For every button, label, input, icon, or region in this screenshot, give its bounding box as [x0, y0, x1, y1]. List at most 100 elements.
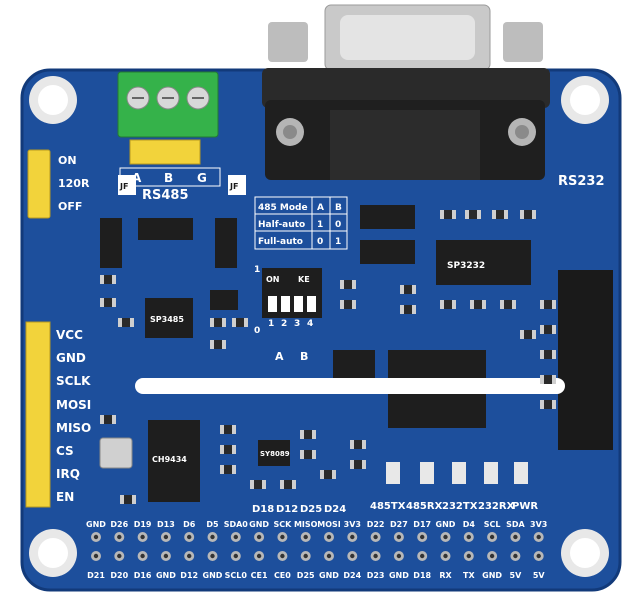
svg-text:1: 1	[268, 319, 274, 329]
svg-text:Half-auto: Half-auto	[258, 220, 305, 230]
header-bottom-label: 5V	[533, 571, 546, 580]
svg-text:CH9434: CH9434	[152, 455, 187, 464]
svg-text:KE: KE	[298, 275, 310, 284]
board-slot	[135, 378, 565, 394]
header-top-label: D19	[134, 520, 152, 529]
svg-text:232RX: 232RX	[478, 501, 515, 512]
header-top-label: 3V3	[530, 520, 547, 529]
svg-text:1: 1	[317, 220, 323, 230]
svg-text:MOSI: MOSI	[56, 398, 91, 412]
header-top-label: GND	[436, 520, 456, 529]
chip-u4	[148, 420, 200, 502]
gpio-labels: D18 D12 D25 D24	[252, 504, 346, 515]
terminal-block	[117, 71, 219, 138]
svg-text:SP3485: SP3485	[150, 315, 184, 324]
svg-text:0: 0	[254, 326, 260, 336]
termination-jumper	[27, 149, 51, 219]
header-bottom-label: D25	[297, 571, 315, 580]
header-top-label: SDA	[506, 520, 525, 529]
header-top-label: D17	[413, 520, 431, 529]
board-title-rs232: RS232	[558, 174, 605, 189]
dip-switch: ON KE 1 0 1 2 3 4 A B	[254, 265, 322, 363]
svg-text:D18: D18	[252, 504, 274, 515]
header-bottom-label: GND	[203, 571, 223, 580]
header-bottom-label: D23	[367, 571, 385, 580]
svg-text:A: A	[317, 203, 324, 213]
mode-table: 485 Mode A B Half-auto 1 0 Full-auto 0 1	[254, 196, 348, 250]
svg-text:A: A	[132, 171, 142, 185]
svg-text:ON: ON	[58, 154, 77, 167]
header-bottom-label: D12	[180, 571, 198, 580]
header-top-label: SCL	[484, 520, 501, 529]
transistor-q1	[100, 218, 122, 268]
header-top-label: D26	[110, 520, 128, 529]
svg-text:485RX: 485RX	[406, 501, 443, 512]
passive-components	[100, 210, 556, 504]
svg-text:ON: ON	[266, 275, 280, 284]
svg-text:CS: CS	[56, 444, 74, 458]
svg-text:D12: D12	[276, 504, 298, 515]
header-bottom-label: RX	[439, 571, 452, 580]
header-top-label: D22	[367, 520, 385, 529]
svg-text:0: 0	[335, 220, 341, 230]
header-bottom-label: D24	[343, 571, 361, 580]
header-top-label: SDA0	[224, 520, 249, 529]
svg-text:B: B	[335, 203, 342, 213]
svg-text:2: 2	[281, 319, 287, 329]
gpio-40pin-header	[91, 532, 544, 561]
svg-text:B: B	[300, 350, 308, 363]
svg-text:485 Mode: 485 Mode	[258, 203, 308, 213]
header-bottom-label: GND	[482, 571, 502, 580]
header-bottom-label: D20	[110, 571, 128, 580]
header-top-label: D6	[183, 520, 196, 529]
header-bottom-label: GND	[319, 571, 339, 580]
crystal	[99, 437, 133, 469]
svg-text:D25: D25	[300, 504, 322, 515]
svg-text:B: B	[164, 171, 173, 185]
svg-text:OFF: OFF	[58, 200, 82, 213]
chip-u1	[436, 240, 531, 285]
side-header	[558, 270, 613, 450]
header-top-label: D13	[157, 520, 175, 529]
header-bottom-label: D18	[413, 571, 431, 580]
spi-header: VCC GND SCLK MOSI MISO CS IRQ EN	[25, 321, 91, 508]
terminal-jumper	[129, 139, 201, 165]
header-top-label: SCK	[273, 520, 292, 529]
chip-u2	[145, 298, 193, 338]
svg-text:4: 4	[307, 319, 313, 329]
header-bottom-label: GND	[389, 571, 409, 580]
svg-text:D24: D24	[324, 504, 346, 515]
svg-text:232TX: 232TX	[442, 501, 478, 512]
svg-text:VCC: VCC	[56, 328, 83, 342]
header-bottom-label: CE0	[274, 571, 291, 580]
svg-text:1: 1	[335, 237, 341, 247]
svg-text:1: 1	[254, 265, 260, 275]
svg-text:Full-auto: Full-auto	[258, 237, 303, 247]
header-bottom-label: D16	[134, 571, 152, 580]
svg-text:JF: JF	[229, 182, 238, 191]
header-bottom-label: 5V	[510, 571, 523, 580]
svg-text:GND: GND	[56, 351, 86, 365]
header-bottom-label: D21	[87, 571, 105, 580]
svg-text:120R: 120R	[58, 177, 90, 190]
svg-text:A: A	[275, 350, 284, 363]
svg-text:MISO: MISO	[56, 421, 91, 435]
header-top-label: D27	[390, 520, 408, 529]
header-bottom-label: CE1	[251, 571, 268, 580]
db9-connector	[262, 4, 550, 180]
svg-text:SCLK: SCLK	[56, 374, 91, 388]
header-top-label: GND	[249, 520, 269, 529]
header-top-label: GND	[86, 520, 106, 529]
svg-text:PWR: PWR	[512, 501, 538, 512]
header-top-label: MOSI	[317, 520, 341, 529]
svg-text:3: 3	[294, 319, 300, 329]
svg-text:0: 0	[317, 237, 323, 247]
svg-text:JF: JF	[119, 182, 128, 191]
label-rs485: RS485	[142, 188, 189, 203]
svg-text:G: G	[197, 171, 207, 185]
header-top-label: D4	[463, 520, 476, 529]
header-top-label: MISO	[294, 520, 318, 529]
